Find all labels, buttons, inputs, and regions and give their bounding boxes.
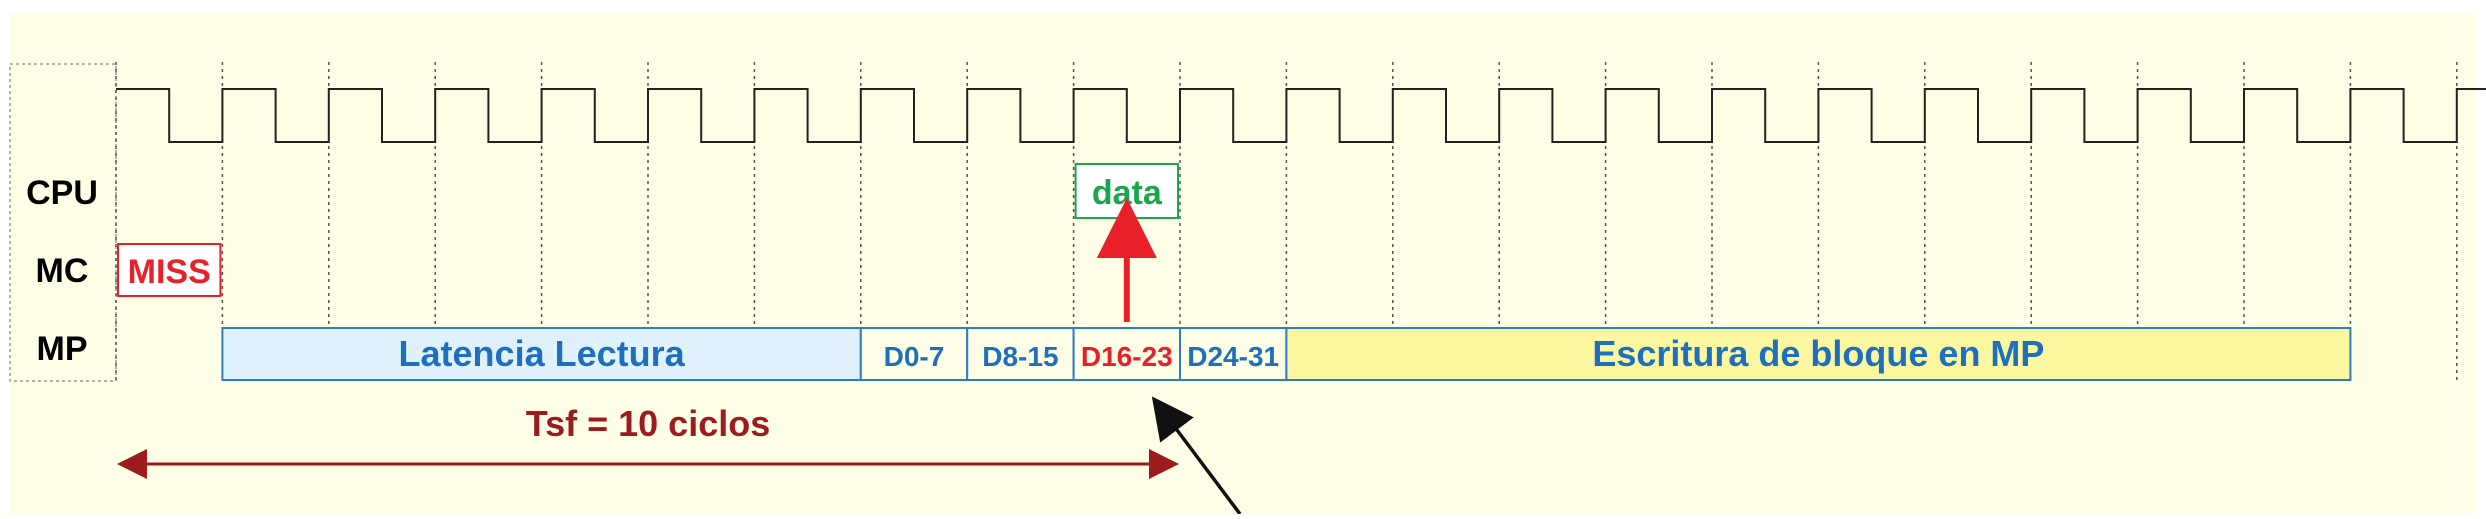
miss-label: MISS [128, 253, 211, 291]
mp-segment-label: D16-23 [1081, 341, 1173, 372]
row-label-mp: MP [37, 330, 88, 368]
mp-segment-label: Escritura de bloque en MP [1592, 333, 2044, 374]
mp-segment-box [1179, 327, 1288, 381]
mp-segment: Escritura de bloque en MP [1285, 327, 2352, 381]
mp-segment-label: D8-15 [982, 341, 1058, 372]
tsf-annotation: Tsf = 10 ciclos [117, 403, 1179, 479]
row-label-cpu: CPU [26, 174, 98, 212]
data-event: data [1074, 163, 1179, 219]
mp-row: Latencia Lectura D0-7 D8-15 D16-23 D24-31 Esc… [221, 327, 2352, 381]
mp-segment: D0-7 [859, 327, 969, 381]
mp-segment-label: D24-31 [1187, 341, 1279, 372]
mp-segment-box [1285, 327, 2352, 381]
miss-box [117, 243, 222, 297]
tsf-label: Tsf = 10 ciclos [526, 403, 770, 444]
mp-segment: D24-31 [1179, 327, 1288, 381]
mp-segment-box [221, 327, 862, 381]
mp-segment-label: D0-7 [884, 341, 945, 372]
miss-event: MISS [117, 243, 222, 297]
mp-segment: D8-15 [966, 327, 1075, 381]
clock-waveform [116, 88, 2486, 143]
mp-segment: D16-23 [1072, 327, 1181, 381]
data-label: data [1092, 174, 1163, 212]
row-label-mc: MC [36, 252, 89, 290]
mp-segment: Latencia Lectura [221, 327, 862, 381]
pointer-arrow [1151, 396, 1242, 516]
mp-segment-label: Latencia Lectura [399, 333, 686, 374]
diagram-background [10, 14, 2476, 514]
label-column-box [9, 63, 117, 382]
